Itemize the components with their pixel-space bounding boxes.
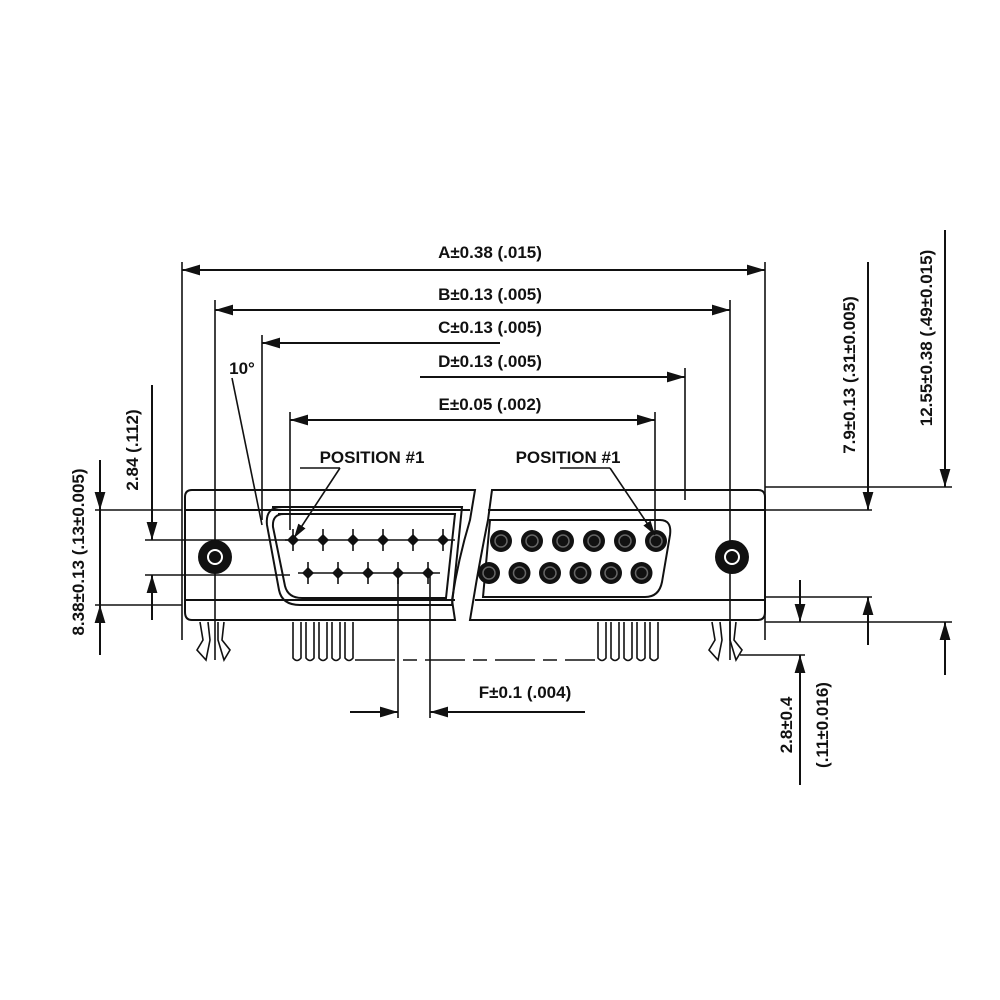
plug-pin xyxy=(437,529,449,551)
mounting-hole-right xyxy=(715,540,749,574)
receptacle-socket xyxy=(490,530,512,552)
solder-tail xyxy=(610,622,620,662)
mounting-hole-left xyxy=(198,540,232,574)
labels: A±0.38 (.015) B±0.13 (.005) C±0.13 (.005… xyxy=(69,243,936,768)
dim-pin-length-in: (.11±0.016) xyxy=(813,682,832,768)
receptacle-socket xyxy=(521,530,543,552)
connector-body xyxy=(184,489,766,621)
angle-label: 10° xyxy=(229,359,255,378)
dim-right-height: 7.9±0.13 (.31±0.005) xyxy=(840,296,859,454)
dimension-lines xyxy=(94,230,951,785)
solder-tail xyxy=(623,622,633,662)
receptacle-socket xyxy=(539,562,561,584)
position-label-left: POSITION #1 xyxy=(320,448,425,467)
solder-tail xyxy=(318,622,328,662)
plug-pin xyxy=(407,529,419,551)
receptacle-socket xyxy=(478,562,500,584)
plug-pin xyxy=(302,562,314,584)
dim-C: C±0.13 (.005) xyxy=(438,318,542,337)
solder-tail xyxy=(344,622,354,662)
board-legs xyxy=(196,621,743,662)
board-lock xyxy=(217,621,231,662)
plug-pin xyxy=(377,529,389,551)
receptacle-socket xyxy=(569,562,592,584)
solder-tail xyxy=(305,622,315,662)
receptacle-socket xyxy=(583,530,605,552)
extension-lines xyxy=(95,262,952,718)
solder-tail xyxy=(292,622,302,662)
dim-D: D±0.13 (.005) xyxy=(438,352,542,371)
dim-F: F±0.1 (.004) xyxy=(479,683,571,702)
solder-tail xyxy=(597,622,607,662)
receptacle-socket xyxy=(508,562,531,584)
position-label-right: POSITION #1 xyxy=(516,448,621,467)
dim-overall-height: 12.55±0.38 (.49±0.015) xyxy=(917,250,936,427)
board-lock xyxy=(196,621,211,662)
plug-pin xyxy=(332,562,344,584)
receptacle-socket xyxy=(645,530,667,552)
board-lock xyxy=(708,621,723,662)
leader-lines xyxy=(231,377,656,661)
dim-E: E±0.05 (.002) xyxy=(439,395,542,414)
plug-shell-inner xyxy=(271,513,457,599)
receptacle-socket xyxy=(552,530,574,552)
dim-left-offset: 2.84 (.112) xyxy=(123,409,142,490)
dim-left-height: 8.38±0.13 (.13±0.005) xyxy=(69,468,88,635)
plug-pin xyxy=(392,562,404,584)
plug-pin xyxy=(317,529,329,551)
dim-A: A±0.38 (.015) xyxy=(438,243,542,262)
board-lock xyxy=(729,621,743,662)
receptacle-socket xyxy=(600,562,622,584)
solder-tail xyxy=(649,622,659,662)
plug-pin xyxy=(422,562,434,584)
receptacle-socket xyxy=(614,530,636,552)
receptacle-socket xyxy=(630,562,653,584)
receptacle-shell xyxy=(481,519,672,598)
contact-pins xyxy=(285,529,667,584)
solder-tail xyxy=(331,622,341,662)
dim-B: B±0.13 (.005) xyxy=(438,285,542,304)
plug-pin xyxy=(362,562,374,584)
solder-tail xyxy=(636,622,646,662)
plug-shell xyxy=(265,506,464,606)
plug-pin xyxy=(347,529,359,551)
dim-pin-length-mm: 2.8±0.4 xyxy=(777,696,796,753)
